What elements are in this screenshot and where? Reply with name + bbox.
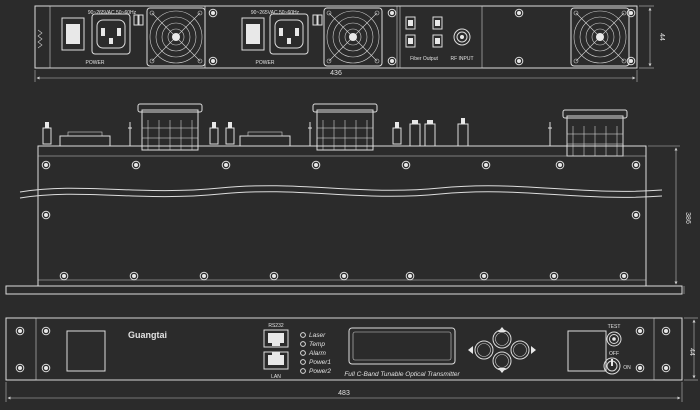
- rs232-label: RS232: [268, 323, 284, 329]
- rear-view: 90~265VAC 50~60Hz POWER: [34, 5, 665, 82]
- led-label: Power1: [309, 359, 331, 366]
- left-button[interactable]: [474, 340, 494, 360]
- chassis-screws-top: [41, 160, 641, 170]
- arrow-right-icon: [531, 346, 536, 354]
- rf-input-connector: [453, 28, 471, 46]
- led-label: Temp: [309, 341, 325, 348]
- rf-input-label: RF INPUT: [450, 56, 473, 62]
- power-switch-left: [61, 17, 85, 51]
- front-flange: [5, 285, 683, 295]
- led-alarm: [300, 350, 306, 356]
- power-label-left: POWER: [86, 60, 105, 66]
- led-laser: [300, 332, 306, 338]
- power-switch-right: [241, 17, 265, 51]
- keypad: [468, 327, 536, 373]
- fiber-output-connectors: [405, 16, 443, 48]
- front-height-dimension: 44: [688, 348, 695, 356]
- fuse-left: [133, 14, 144, 26]
- chassis-outline: [37, 145, 647, 287]
- off-label: OFF: [609, 351, 619, 357]
- voltage-label-right: 90~265VAC 50~60Hz: [251, 10, 300, 16]
- front-mount-screws: [15, 326, 671, 373]
- front-view: Guangtai RS232 LAN Laser Temp Alarm Powe…: [5, 317, 698, 402]
- led-label: Power2: [309, 368, 331, 375]
- led-power2: [300, 368, 306, 374]
- rear-width-dimension: 436: [330, 70, 342, 77]
- on-label: ON: [623, 365, 631, 371]
- led-label: Alarm: [308, 350, 327, 357]
- chassis-screws-bottom: [59, 271, 629, 281]
- test-label: TEST: [608, 324, 621, 330]
- io-module: [399, 5, 483, 69]
- down-button[interactable]: [492, 351, 512, 371]
- depth-dimension: 386: [684, 212, 691, 224]
- up-button[interactable]: [492, 329, 512, 349]
- right-button[interactable]: [510, 340, 530, 360]
- led-label: Laser: [309, 332, 326, 339]
- rear-fan-icon: [570, 7, 630, 67]
- brand-label: Guangtai: [128, 330, 167, 340]
- left-vent-grille: [66, 330, 106, 372]
- fiber-output-label: Fiber Output: [410, 56, 438, 62]
- top-components: [42, 103, 628, 157]
- top-view: 386: [5, 103, 691, 295]
- rear-left-tab: [37, 29, 43, 49]
- power-socket-left: [91, 13, 131, 55]
- rear-height-dimension: 44: [658, 33, 665, 41]
- lcd-display: [348, 327, 456, 365]
- lan-port[interactable]: [263, 351, 289, 370]
- key-switch[interactable]: [603, 357, 621, 375]
- power-module-right: [204, 5, 398, 69]
- chassis-screws-side: [41, 210, 641, 220]
- rs232-port[interactable]: [263, 329, 289, 348]
- power-label-right: POWER: [256, 60, 275, 66]
- led-indicators: Laser Temp Alarm Power1 Power2: [300, 332, 331, 375]
- product-name: Full C-Band Tunable Optical Transmitter: [344, 371, 460, 378]
- led-temp: [300, 341, 306, 347]
- led-power1: [300, 359, 306, 365]
- rear-fan-icon: [146, 7, 206, 67]
- voltage-label-left: 90~265VAC 50~60Hz: [88, 10, 137, 16]
- rear-fan-icon: [323, 7, 383, 67]
- power-socket-right: [269, 13, 309, 55]
- front-width-dimension: 483: [338, 390, 350, 397]
- arrow-left-icon: [468, 346, 473, 354]
- right-vent-grille: [567, 330, 607, 372]
- lan-label: LAN: [271, 374, 281, 380]
- fuse-right: [312, 14, 323, 26]
- test-port[interactable]: [606, 331, 622, 347]
